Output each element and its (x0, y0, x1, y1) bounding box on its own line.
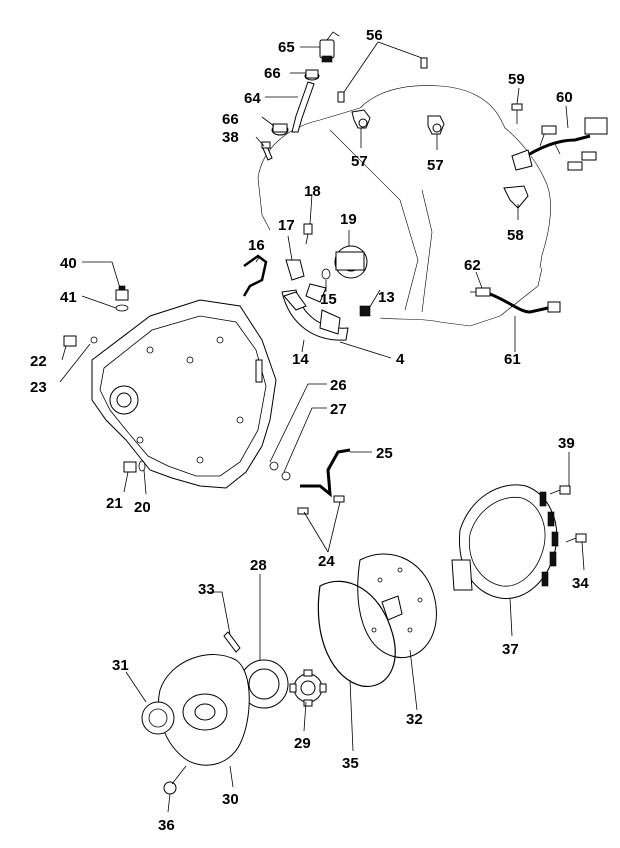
callout-33: 33 (198, 581, 215, 598)
part-17-bracket (285, 259, 305, 281)
callout-28: 28 (250, 557, 267, 574)
callout-57-right: 57 (427, 157, 444, 174)
callout-14: 14 (292, 351, 309, 368)
callout-30: 30 (222, 791, 239, 808)
part-62-sensor (470, 287, 491, 297)
callout-15: 15 (320, 291, 337, 308)
part-37-stator-assembly (451, 484, 559, 599)
bell-housing (91, 299, 277, 489)
part-34-bolt (565, 533, 587, 543)
callout-31: 31 (112, 657, 129, 674)
part-40-plug (115, 285, 129, 301)
part-25-oil-pipe (300, 448, 351, 498)
part-66-clamp-bottom (271, 123, 289, 136)
part-56-screw-left (337, 91, 345, 103)
part-65-sensor (319, 31, 340, 63)
callout-13: 13 (378, 289, 395, 306)
part-30-pump-cover (158, 654, 250, 766)
callout-4: 4 (396, 351, 405, 368)
callout-62: 62 (464, 257, 481, 274)
part-18-bolt (303, 223, 313, 245)
part-38-bolt (261, 141, 273, 161)
callout-66-top: 66 (264, 65, 281, 82)
part-31-seal (141, 701, 175, 735)
part-59-bolt (511, 103, 523, 124)
part-33-pin (223, 631, 241, 653)
part-27-o-ring (281, 471, 291, 481)
part-13-bolt (359, 305, 371, 317)
callout-41: 41 (60, 289, 77, 306)
part-66-clamp-top (304, 69, 320, 81)
callout-labels: 65 56 66 64 66 38 59 60 57 57 58 18 19 1… (30, 27, 589, 834)
part-16-pipe (242, 254, 268, 297)
leader-lines (59, 41, 585, 813)
part-29-inner-gear (289, 669, 327, 707)
part-56-screw-right (420, 57, 428, 69)
part-20-washer (138, 460, 146, 472)
part-36-bolt (163, 765, 187, 795)
part-58-clip (503, 185, 529, 209)
part-64-tube (291, 81, 315, 133)
housing-outline (257, 85, 551, 327)
callout-37: 37 (502, 641, 519, 658)
part-39-bolt (549, 485, 571, 495)
part-22-plug (63, 335, 77, 347)
part-19-bearing (334, 245, 368, 279)
callout-21: 21 (106, 495, 123, 512)
callout-56: 56 (366, 27, 383, 44)
callout-38: 38 (222, 129, 239, 146)
part-24-bolt-left (297, 507, 309, 515)
callout-65: 65 (278, 39, 295, 56)
part-32-separator-plate (357, 553, 437, 659)
callout-60: 60 (556, 89, 573, 106)
part-14-shift-fork (281, 289, 349, 341)
callout-58: 58 (507, 227, 524, 244)
callout-27: 27 (330, 401, 347, 418)
part-23-ball (90, 336, 98, 344)
part-41-washer (115, 304, 129, 312)
callout-32: 32 (406, 711, 423, 728)
callout-64: 64 (244, 90, 261, 107)
callout-40: 40 (60, 255, 77, 272)
callout-26: 26 (330, 377, 347, 394)
part-35-gasket (317, 580, 396, 687)
callout-61: 61 (504, 351, 521, 368)
callout-24: 24 (318, 553, 335, 570)
callout-34: 34 (572, 575, 589, 592)
callout-57-left: 57 (351, 153, 368, 170)
callout-20: 20 (134, 499, 151, 516)
callout-29: 29 (294, 735, 311, 752)
callout-22: 22 (30, 353, 47, 370)
callout-18: 18 (304, 183, 321, 200)
part-21-plug (123, 461, 137, 473)
callout-39: 39 (558, 435, 575, 452)
callout-25: 25 (376, 445, 393, 462)
part-61-wire (489, 292, 561, 314)
part-60-wiring-harness (511, 117, 608, 171)
part-4-shift-rail (305, 283, 327, 303)
callout-16: 16 (248, 237, 265, 254)
callout-59: 59 (508, 71, 525, 88)
part-57-sensor-right (427, 115, 445, 135)
callout-23: 23 (30, 379, 47, 396)
part-15-o-ring (321, 268, 331, 280)
callout-17: 17 (278, 217, 295, 234)
callout-35: 35 (342, 755, 359, 772)
callout-19: 19 (340, 211, 357, 228)
part-26-o-ring (269, 461, 279, 471)
part-24-bolt-right (333, 495, 345, 503)
part-57-sensor-left (351, 109, 371, 129)
callout-66-bottom: 66 (222, 111, 239, 128)
callout-36: 36 (158, 817, 175, 834)
